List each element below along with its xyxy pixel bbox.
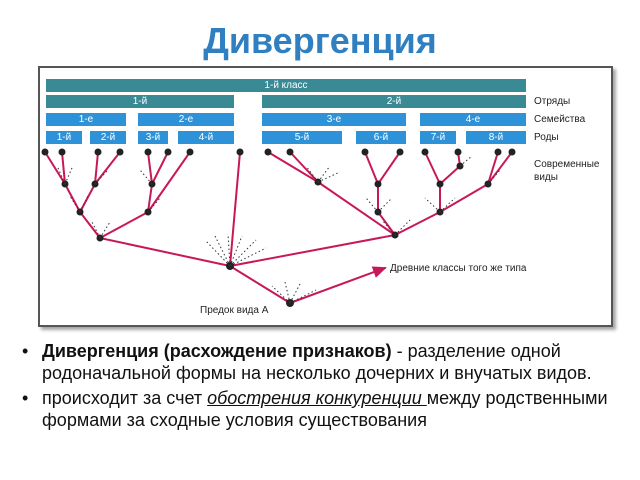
genus-bar-8: 8-й (466, 131, 526, 144)
genus-bar-3: 3-й (138, 131, 168, 144)
genus-bar-4: 4-й (178, 131, 234, 144)
row-label-orders: Отряды (534, 96, 571, 107)
family-bar-3: 3-е (262, 113, 406, 126)
row-label-modern-1: Современные (534, 159, 600, 170)
family-bar-2: 2-е (138, 113, 234, 126)
family-bar-4: 4-е (420, 113, 526, 126)
ancestor-label: Предок вида А (200, 305, 269, 316)
order-bar-2: 2-й (262, 95, 526, 108)
genus-bar-7: 7-й (420, 131, 456, 144)
mechanism-item: происходит за счет обострения конкуренци… (20, 387, 620, 431)
row-label-genera: Роды (534, 132, 559, 143)
definition-item: Дивергенция (расхождение признаков) - ра… (20, 340, 620, 384)
diagram-frame (38, 66, 613, 327)
ancient-classes-label: Древние классы того же типа (390, 263, 527, 274)
page-title: Дивергенция (203, 20, 437, 61)
row-label-families: Семейства (534, 114, 586, 125)
mechanism-text-start: происходит за счет (42, 388, 208, 408)
family-bar-1: 1-е (46, 113, 126, 126)
genus-bar-1: 1-й (46, 131, 82, 144)
order-bar-1: 1-й (46, 95, 234, 108)
genus-bar-2: 2-й (90, 131, 126, 144)
mechanism-emphasis: обострения конкуренции (207, 388, 427, 408)
class-bar: 1-й класс (46, 79, 526, 92)
row-label-modern-2: виды (534, 172, 558, 183)
definition-list: Дивергенция (расхождение признаков) - ра… (20, 340, 620, 434)
mechanism-text-end: между родственными формами за сходные ус… (42, 388, 608, 430)
definition-text: - разделение одной родоначальной формы н… (42, 341, 592, 383)
genus-bar-5: 5-й (262, 131, 342, 144)
definition-term: Дивергенция (расхождение признаков) (42, 341, 392, 361)
genus-bar-6: 6-й (356, 131, 406, 144)
